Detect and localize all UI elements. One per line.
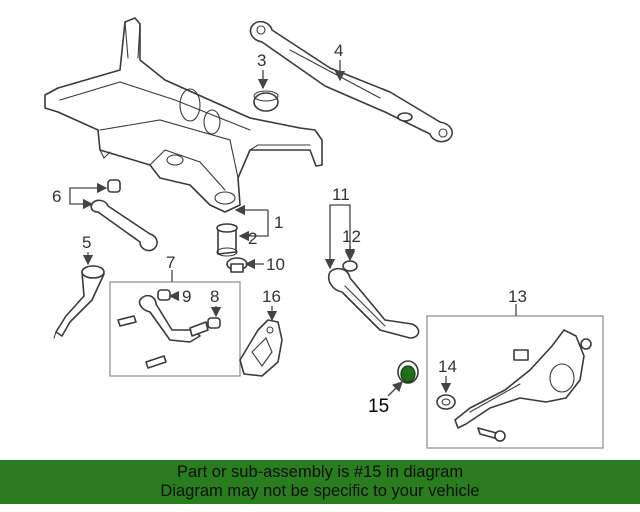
link-part-6 bbox=[90, 179, 158, 252]
callout-14: 14 bbox=[438, 357, 457, 376]
callout-9: 9 bbox=[182, 287, 191, 306]
assembly-box-13 bbox=[426, 315, 604, 449]
assembly-box-7 bbox=[109, 281, 241, 377]
trailing-arm-part-11 bbox=[327, 260, 420, 339]
highlighted-bushing-part-15 bbox=[397, 360, 419, 384]
callout-11: 11 bbox=[332, 185, 350, 204]
callout-7: 7 bbox=[166, 253, 175, 272]
crossmember-subframe bbox=[44, 17, 323, 213]
bushing-part-2 bbox=[216, 223, 238, 257]
callout-12: 12 bbox=[342, 227, 361, 246]
callout-5: 5 bbox=[82, 233, 91, 252]
bracket-part-16 bbox=[239, 319, 283, 377]
callout-1: 1 bbox=[274, 213, 283, 232]
banner-line-1: Part or sub-assembly is #15 in diagram bbox=[176, 463, 464, 481]
callout-10: 10 bbox=[266, 255, 285, 274]
stabilizer-link-part-5 bbox=[53, 265, 105, 339]
callout-8: 8 bbox=[210, 287, 219, 306]
callout-16: 16 bbox=[262, 287, 281, 306]
callout-3: 3 bbox=[257, 51, 266, 70]
info-banner: Part or sub-assembly is #15 in diagram D… bbox=[0, 460, 640, 504]
bushing-part-3 bbox=[253, 90, 279, 112]
callout-13: 13 bbox=[508, 287, 527, 306]
callout-4: 4 bbox=[334, 41, 343, 60]
parts-diagram: 1 2 3 4 5 6 7 8 9 10 11 12 13 14 15 16 bbox=[44, 17, 604, 449]
callout-6: 6 bbox=[52, 187, 61, 206]
callout-2: 2 bbox=[248, 229, 257, 248]
callout-15: 15 bbox=[368, 396, 389, 417]
banner-line-2: Diagram may not be specific to your vehi… bbox=[160, 482, 480, 500]
callout-numbers: 1 2 3 4 5 6 7 8 9 10 11 12 13 14 15 16 bbox=[52, 41, 527, 417]
callout-leaders bbox=[69, 60, 517, 397]
mount-part-10 bbox=[226, 257, 248, 273]
